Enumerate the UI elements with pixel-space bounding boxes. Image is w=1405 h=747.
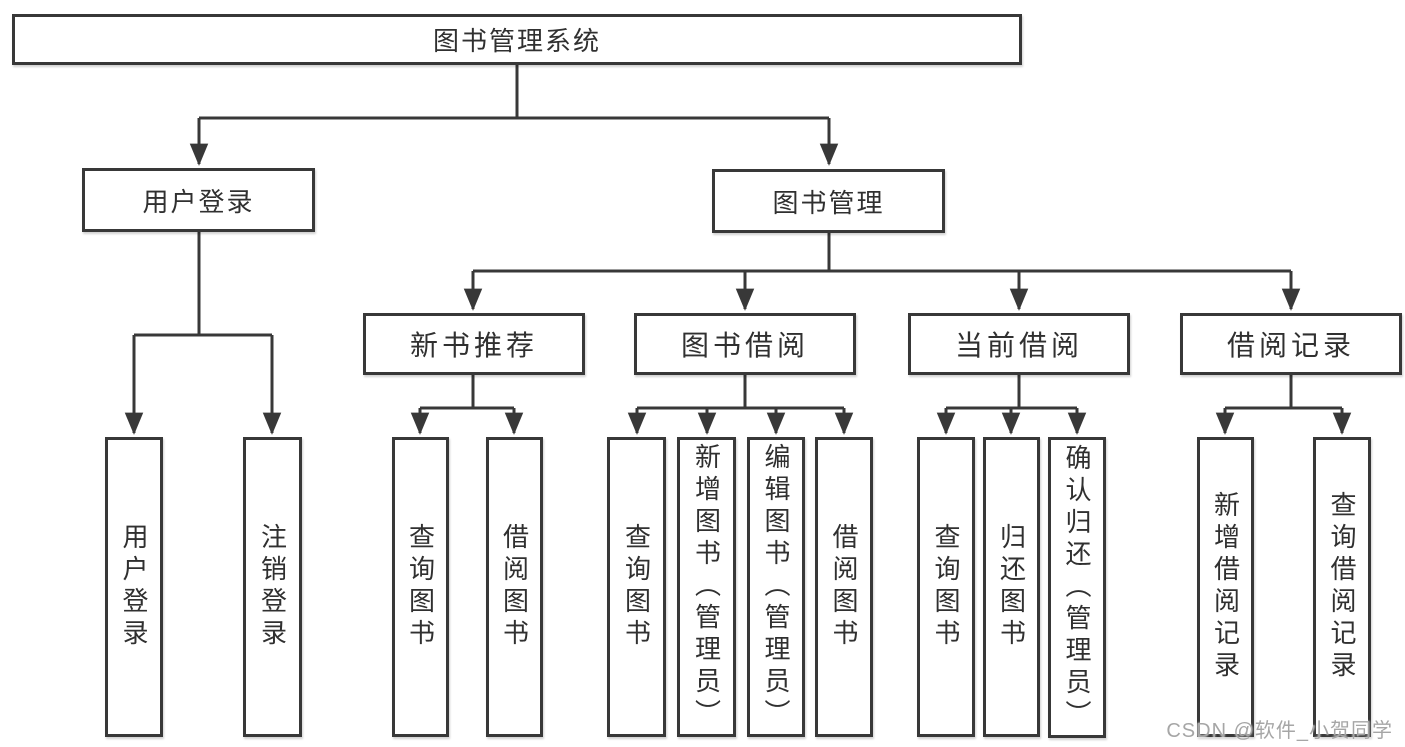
leaf-borrow-books-recommend: 借阅图书 (486, 437, 543, 737)
node-current-borrow: 当前借阅 (908, 313, 1130, 375)
node-borrow-record: 借阅记录 (1180, 313, 1402, 375)
node-book-management: 图书管理 (712, 169, 945, 233)
leaf-query-borrow-record: 查询借阅记录 (1313, 437, 1371, 737)
leaf-query-books-current: 查询图书 (917, 437, 975, 737)
leaf-return-books: 归还图书 (983, 437, 1040, 737)
leaf-query-books-recommend: 查询图书 (392, 437, 449, 737)
leaf-add-books-admin: 新增图书（管理员） (677, 437, 736, 737)
leaf-add-borrow-record: 新增借阅记录 (1197, 437, 1254, 737)
node-book-borrow: 图书借阅 (634, 313, 856, 375)
leaf-logout: 注销登录 (243, 437, 302, 737)
csdn-watermark: CSDN @软件_小贺同学 (1166, 720, 1393, 742)
leaf-user-login: 用户登录 (105, 437, 163, 737)
node-new-book-recommend: 新书推荐 (363, 313, 585, 375)
leaf-borrow-books: 借阅图书 (815, 437, 873, 737)
node-library-management-system: 图书管理系统 (12, 14, 1022, 65)
leaf-confirm-return-admin: 确认归还（管理员） (1048, 437, 1106, 738)
leaf-edit-books-admin: 编辑图书（管理员） (747, 437, 805, 737)
leaf-query-books-borrow: 查询图书 (607, 437, 666, 737)
node-user-login-group: 用户登录 (82, 168, 315, 232)
